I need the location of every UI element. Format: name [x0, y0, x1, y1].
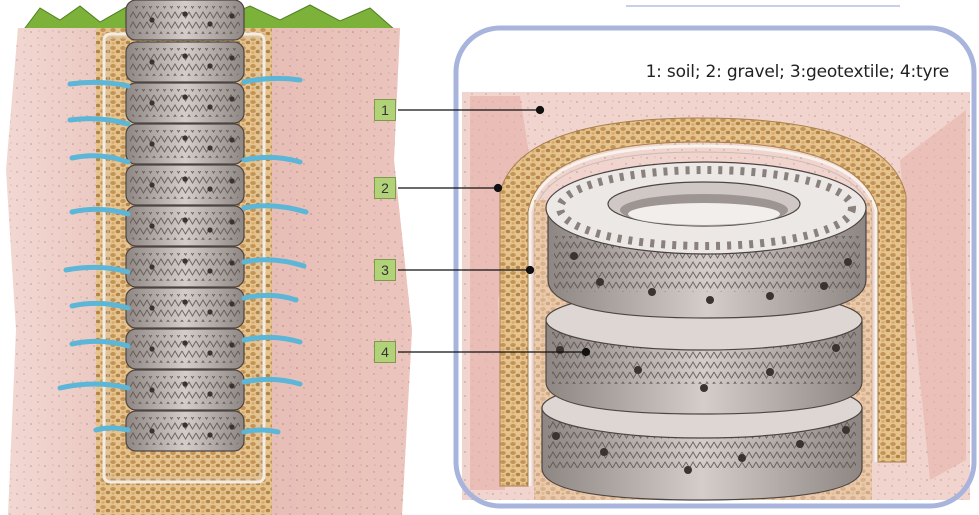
- callout-3-badge: 3: [374, 259, 396, 281]
- callout-1-badge: 1: [374, 99, 396, 121]
- tyre-stack-detail: [542, 162, 866, 500]
- legend-text: 1: soil; 2: gravel; 3:geotextile; 4:tyre: [0, 62, 979, 82]
- callout-4-badge: 4: [374, 341, 396, 363]
- callout-2-badge: 2: [374, 177, 396, 199]
